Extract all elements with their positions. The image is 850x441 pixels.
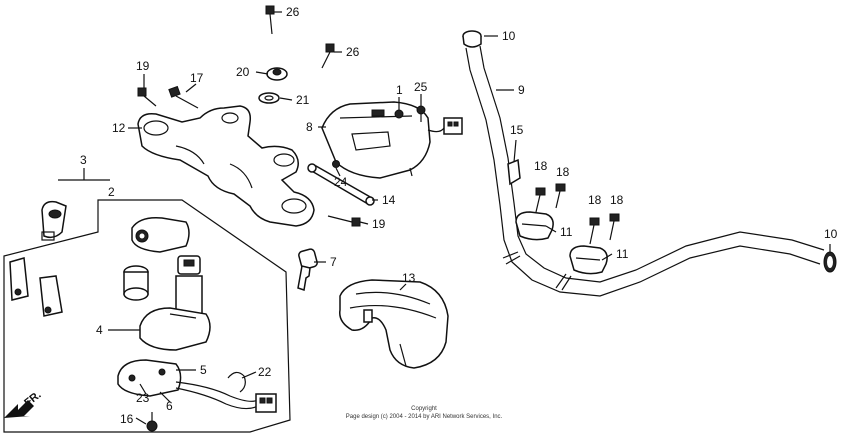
bolt-18-c xyxy=(589,217,600,245)
bolt-19-top xyxy=(137,87,157,107)
callout-20: 20 xyxy=(236,65,250,79)
callout-22: 22 xyxy=(258,365,272,379)
callout-3: 3 xyxy=(80,153,87,167)
front-arrow xyxy=(4,400,34,418)
wire-band-22 xyxy=(227,371,246,393)
cover-13 xyxy=(339,279,449,369)
callout-1: 1 xyxy=(396,83,403,97)
bolt-17 xyxy=(168,85,199,109)
screw-24 xyxy=(332,160,340,168)
callout-11b: 11 xyxy=(616,247,629,261)
bolt-18-d xyxy=(609,213,620,241)
callout-9: 9 xyxy=(518,83,525,97)
callout-4: 4 xyxy=(96,323,103,337)
screw-1 xyxy=(394,109,404,119)
callout-23: 23 xyxy=(136,391,150,405)
callout-labels: 26 26 20 21 19 17 12 8 1 25 24 14 19 3 2… xyxy=(80,5,838,426)
callout-10a: 10 xyxy=(502,29,516,43)
ignition-switch-4 xyxy=(139,255,211,351)
callout-6: 6 xyxy=(166,399,173,413)
lock-bracket-left-a xyxy=(9,257,29,301)
callout-16: 16 xyxy=(120,412,134,426)
callout-26b: 26 xyxy=(346,45,360,59)
copyright-line-2: Page design (c) 2004 - 2014 by ARI Netwo… xyxy=(346,414,503,420)
bolt-18-b xyxy=(555,183,566,209)
group-bracket-3 xyxy=(58,168,110,181)
handlebar-holder-cap-1 xyxy=(515,211,554,241)
handlebar xyxy=(465,45,825,297)
callout-12: 12 xyxy=(112,121,126,135)
handlebar-end-cap-top xyxy=(462,30,482,48)
nut-20 xyxy=(266,67,288,81)
leader-lines xyxy=(108,11,831,425)
callout-8: 8 xyxy=(306,120,313,134)
bolt-19-lower xyxy=(327,215,361,227)
switch-cap xyxy=(131,216,190,253)
callout-18d: 18 xyxy=(610,193,624,207)
lock-cylinder-3 xyxy=(41,200,67,241)
handlebar-end-cap-right xyxy=(823,251,837,273)
clip-15 xyxy=(507,158,521,186)
callout-19b: 19 xyxy=(372,217,386,231)
washer-21 xyxy=(258,92,280,104)
callout-5: 5 xyxy=(200,363,207,377)
callout-14: 14 xyxy=(382,193,396,207)
callout-15: 15 xyxy=(510,123,524,137)
callout-18b: 18 xyxy=(556,165,570,179)
callout-18a: 18 xyxy=(534,159,548,173)
screw-16 xyxy=(146,412,158,432)
callout-24: 24 xyxy=(334,175,348,189)
callout-17: 17 xyxy=(190,71,204,85)
callout-13: 13 xyxy=(402,271,416,285)
callout-7: 7 xyxy=(330,255,337,269)
bolt-26-b xyxy=(321,43,335,69)
callout-2: 2 xyxy=(108,185,115,199)
bolt-18-a xyxy=(535,187,546,213)
bolt-26-a xyxy=(265,5,275,35)
copyright-line-1: Copyright xyxy=(411,406,437,412)
callout-10b: 10 xyxy=(824,227,838,241)
handlebar-holder-cap-2 xyxy=(569,245,608,275)
key-7 xyxy=(297,248,318,291)
bracket-14 xyxy=(307,163,375,206)
callout-18c: 18 xyxy=(588,193,602,207)
switch-housing xyxy=(321,101,463,179)
ignition-cylinder xyxy=(123,265,149,301)
callout-19a: 19 xyxy=(136,59,150,73)
callout-25: 25 xyxy=(414,80,428,94)
callout-11a: 11 xyxy=(560,225,573,239)
group-outline-2 xyxy=(3,199,291,433)
callout-26a: 26 xyxy=(286,5,300,19)
top-bridge xyxy=(137,105,315,227)
callout-21: 21 xyxy=(296,93,310,107)
contact-base-5 xyxy=(117,359,277,413)
lock-bracket-left-b xyxy=(39,275,63,317)
